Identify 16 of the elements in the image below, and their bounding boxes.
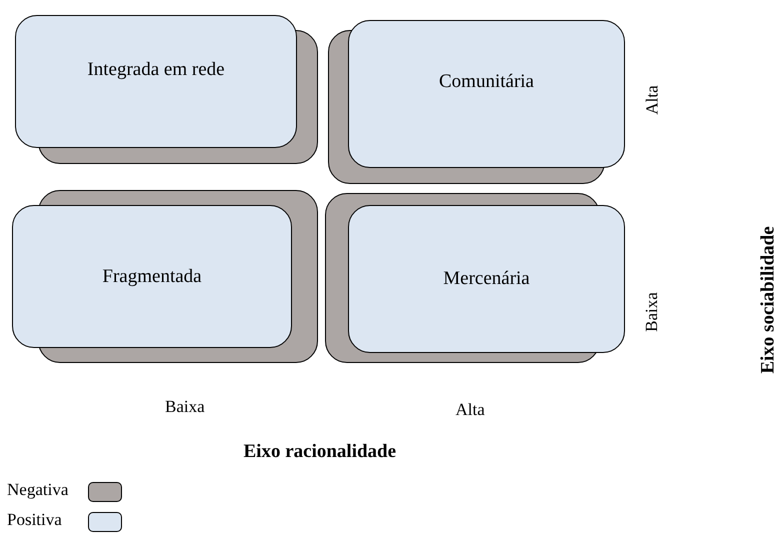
axis-value: Alta xyxy=(456,400,485,420)
axis-value: Baixa xyxy=(165,397,205,417)
quadrant-box xyxy=(348,20,625,168)
quadrant-label: Integrada em rede xyxy=(87,58,225,82)
quadrant-label: Fragmentada xyxy=(102,266,202,288)
axis-title: Eixo sociabilidade xyxy=(757,226,780,374)
quadrant-label: Comunitária xyxy=(439,71,534,94)
quadrant-box xyxy=(15,15,297,148)
axis-value: Alta xyxy=(642,85,662,115)
quadrant-box xyxy=(348,205,625,353)
legend-label: Positiva xyxy=(7,510,62,530)
quadrant-box xyxy=(12,205,292,348)
axis-value: Baixa xyxy=(642,292,662,332)
quadrant-label: Mercenária xyxy=(443,268,530,290)
axis-title: Eixo racionalidade xyxy=(244,441,396,463)
legend-label: Negativa xyxy=(7,480,68,500)
